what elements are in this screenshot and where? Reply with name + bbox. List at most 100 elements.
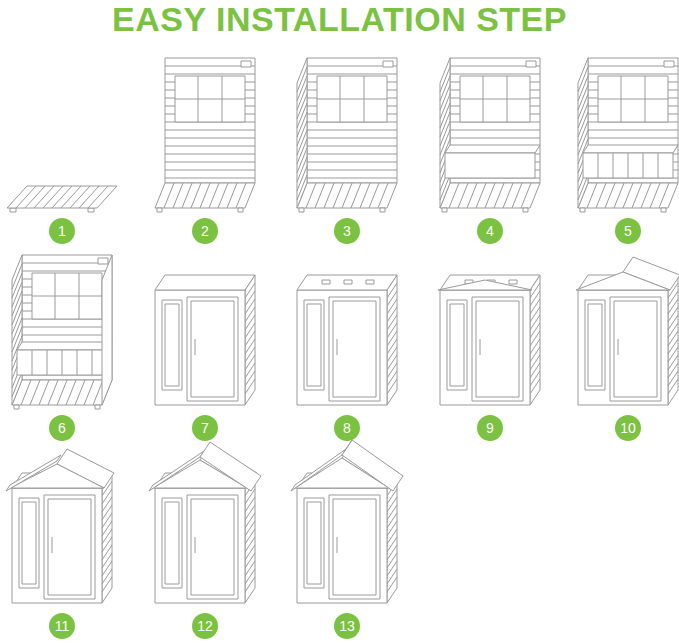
step-illustration xyxy=(155,58,255,212)
sketch-line xyxy=(526,61,536,67)
step-number: 9 xyxy=(486,421,494,435)
sketch-line xyxy=(102,569,112,584)
sketch-line xyxy=(12,255,22,405)
sketch-line xyxy=(387,315,397,330)
sketch-line xyxy=(387,363,397,378)
step-illustration xyxy=(576,257,679,405)
sketch-line xyxy=(483,76,484,122)
sketch-line xyxy=(658,153,659,178)
sketch-line xyxy=(245,561,255,576)
sketch-line xyxy=(7,186,117,208)
sketch-line xyxy=(307,138,397,139)
sketch-line xyxy=(102,489,112,504)
sketch-line xyxy=(102,497,112,512)
sketch-line xyxy=(241,61,251,67)
sketch-line xyxy=(337,537,338,553)
sketch-line xyxy=(245,299,255,314)
sketch-line xyxy=(668,347,678,362)
sketch-line xyxy=(333,301,376,397)
sketch-line xyxy=(102,473,112,603)
step-number: 3 xyxy=(343,224,351,238)
sketch-line xyxy=(450,304,464,386)
sketch-line xyxy=(387,473,397,603)
step-number: 11 xyxy=(55,619,70,633)
sketch-line xyxy=(182,183,192,208)
sketch-line xyxy=(369,183,379,208)
sketch-line xyxy=(25,186,45,208)
step-illustration xyxy=(578,58,678,212)
sketch-line xyxy=(297,175,307,200)
sketch-line xyxy=(32,273,102,319)
step-number-circle: 8 xyxy=(334,415,360,441)
sketch-line xyxy=(245,339,255,354)
sketch-line xyxy=(22,335,112,336)
sketch-line xyxy=(445,153,535,178)
sketch-line xyxy=(62,350,63,375)
sketch-line xyxy=(102,521,112,536)
sketch-line xyxy=(165,154,255,155)
sketch-line xyxy=(245,307,255,322)
step-illustration xyxy=(291,440,403,603)
step-number: 1 xyxy=(58,224,66,238)
step-illustration xyxy=(155,275,255,405)
sketch-line xyxy=(578,175,588,200)
sketch-line xyxy=(494,183,504,208)
sketch-line xyxy=(503,183,513,208)
sketch-line xyxy=(530,355,540,370)
sketch-line xyxy=(530,331,540,346)
step-number-circle: 10 xyxy=(615,415,641,441)
sketch-line xyxy=(387,537,397,552)
sketch-line xyxy=(668,363,678,378)
sketch-line xyxy=(460,99,530,100)
sketch-line xyxy=(440,175,450,200)
sketch-line xyxy=(291,449,346,491)
sketch-line xyxy=(530,307,540,322)
sketch-line xyxy=(664,61,674,67)
sketch-line xyxy=(337,339,338,355)
sketch-line xyxy=(102,529,112,544)
sketch-line xyxy=(659,183,669,208)
diagram-title: EASY INSTALLATION STEP xyxy=(0,0,679,39)
sketch-line xyxy=(530,315,540,330)
sketch-line xyxy=(245,275,255,405)
sketch-line xyxy=(165,178,255,179)
sketch-line xyxy=(530,339,540,354)
sketch-line xyxy=(668,323,678,338)
sketch-line xyxy=(245,505,255,520)
sketch-line xyxy=(380,208,385,212)
sketch-line xyxy=(364,76,365,122)
sketch-line xyxy=(102,505,112,520)
sketch-line xyxy=(52,537,53,553)
sketch-line xyxy=(17,350,107,375)
step-number-circle: 2 xyxy=(192,218,218,244)
sketch-line xyxy=(304,498,324,588)
sketch-line xyxy=(613,153,614,178)
step-number-circle: 5 xyxy=(615,218,641,244)
sketch-line xyxy=(165,304,179,386)
sketch-line xyxy=(614,183,624,208)
sketch-line xyxy=(165,162,255,163)
sketch-line xyxy=(10,208,16,212)
sketch-line xyxy=(485,183,495,208)
sketch-line xyxy=(387,331,397,346)
sketch-line xyxy=(315,183,325,208)
sketch-line xyxy=(102,577,112,592)
sketch-line xyxy=(66,380,76,405)
sketch-line xyxy=(450,74,540,75)
sketch-line xyxy=(329,297,380,401)
sketch-line xyxy=(195,537,196,553)
sketch-line xyxy=(530,371,540,386)
sketch-line xyxy=(596,183,606,208)
step-number: 13 xyxy=(339,619,355,633)
sketch-line xyxy=(583,145,678,153)
sketch-line xyxy=(44,495,95,599)
sketch-line xyxy=(149,451,204,491)
sketch-line xyxy=(79,273,80,319)
sketch-line xyxy=(165,138,255,139)
sketch-line xyxy=(588,138,678,139)
sketch-line xyxy=(61,186,81,208)
sketch-line xyxy=(102,513,112,528)
sketch-line xyxy=(191,301,234,397)
sketch-line xyxy=(324,183,334,208)
sketch-line xyxy=(102,545,112,560)
